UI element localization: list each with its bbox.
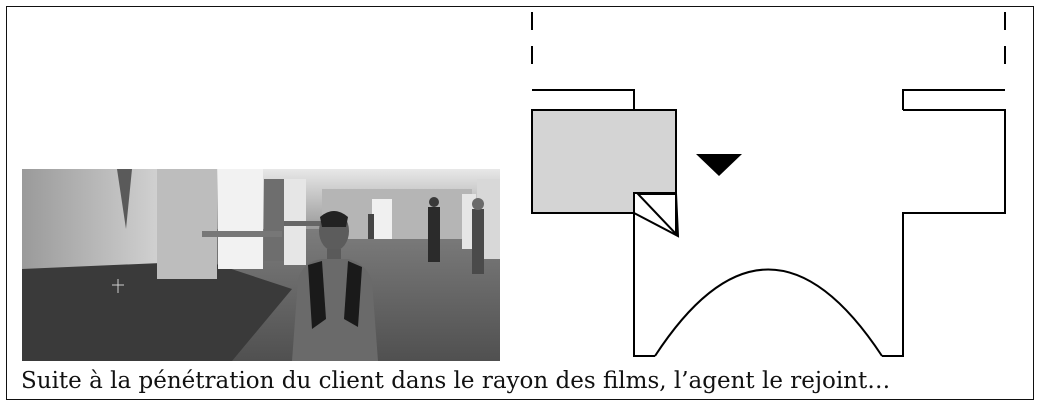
wall-right <box>882 109 1006 357</box>
figure-caption: Suite à la pénétration du client dans le… <box>21 368 891 394</box>
floor-carpet <box>22 261 292 361</box>
speech-bubble <box>531 109 680 238</box>
arch-opening <box>654 268 883 357</box>
wall-left-upper <box>532 89 635 110</box>
figure-frame <box>6 6 1034 400</box>
shopper-figure <box>472 209 484 274</box>
triangle-down-icon <box>696 154 742 176</box>
virtual-store-screenshot <box>22 169 500 361</box>
wall-right-upper <box>902 89 1005 110</box>
customer-figure <box>428 207 440 262</box>
store-floor-plan <box>531 12 1006 357</box>
wall-panel <box>22 169 157 269</box>
crosshair-icon <box>112 279 124 293</box>
agent-avatar <box>292 211 378 361</box>
